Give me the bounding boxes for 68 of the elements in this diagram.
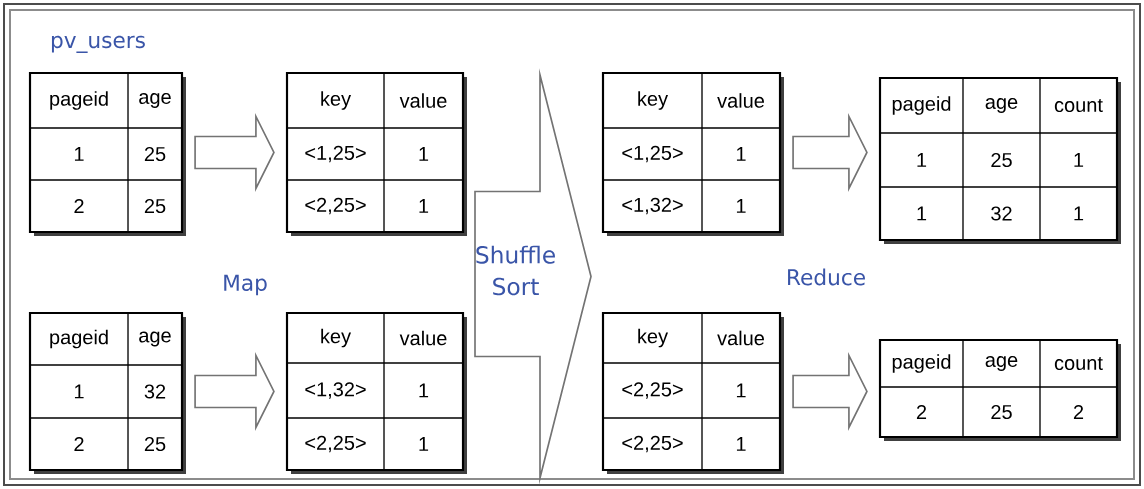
table-cell: 2 [1073,405,1084,419]
section-label: Map [224,274,267,296]
data-table [28,71,186,236]
table-cell: 1 [419,437,429,451]
table-cell: 1 [419,147,429,161]
table-cell: 1 [419,199,429,213]
block-arrow [194,112,275,193]
table-cell: value [399,93,447,108]
table-cell: <2,25> [622,382,683,399]
table-cell: age [139,331,171,347]
block-arrow [194,351,275,432]
table-cell: 25 [144,146,166,162]
data-table [601,311,784,474]
table-cell: key [638,328,668,348]
data-table [28,311,186,474]
table-cell: <2,25> [622,435,683,453]
data-table [878,338,1121,441]
table-cell: key [638,91,668,110]
table-cell: age [985,98,1018,113]
table-cell: <2,25> [305,435,366,453]
table-cell: count [1054,98,1103,113]
data-table [285,71,467,236]
table-cell: <1,32> [622,197,683,215]
table-cell: value [717,330,764,346]
table-cell: count [1054,356,1103,371]
table-cell: 1 [736,383,746,398]
table-cell: 1 [736,147,746,161]
table-cell: 1 [1074,153,1084,167]
table-cell: 2 [74,437,84,451]
table-cell: 1 [736,437,746,451]
table-cell: key [321,91,351,110]
table-cell: key [321,328,351,348]
data-table [601,71,784,236]
block-arrow [792,112,868,193]
table-cell: value [717,93,764,108]
table-cell: value [399,330,447,346]
table-title: pv_users [51,35,145,53]
table-cell: 25 [991,152,1012,168]
section-label: Reduce [788,268,865,286]
table-cell: pageid [892,96,951,115]
table-cell: 32 [144,384,166,399]
table-cell: 2 [74,199,84,213]
table-cell: 1 [736,199,746,213]
data-table [878,76,1121,244]
table-cell: <1,25> [305,145,366,163]
table-cell: 25 [144,436,166,452]
table-cell: <1,25> [622,145,683,163]
table-cell: pageid [50,329,108,349]
table-cell: 2 [916,405,927,419]
edge-label: Shuffle Sort [476,245,555,296]
table-cell: 1 [917,153,927,167]
table-cell: age [985,356,1018,371]
table-cell: 32 [991,206,1012,221]
table-cell: pageid [892,354,951,373]
table-cell: 1 [74,147,84,161]
table-cell: 1 [1074,206,1084,221]
shuffle-arrow [474,68,592,485]
table-cell: 1 [74,384,84,399]
table-cell: pageid [50,91,108,110]
table-cell: <1,32> [305,382,366,399]
data-table [285,311,467,474]
block-arrow [792,351,868,432]
table-cell: <2,25> [305,197,366,215]
table-cell: 1 [917,206,927,221]
table-cell: 25 [991,404,1012,420]
table-cell: 25 [144,198,166,214]
table-cell: 1 [419,383,429,398]
table-cell: age [139,93,171,108]
